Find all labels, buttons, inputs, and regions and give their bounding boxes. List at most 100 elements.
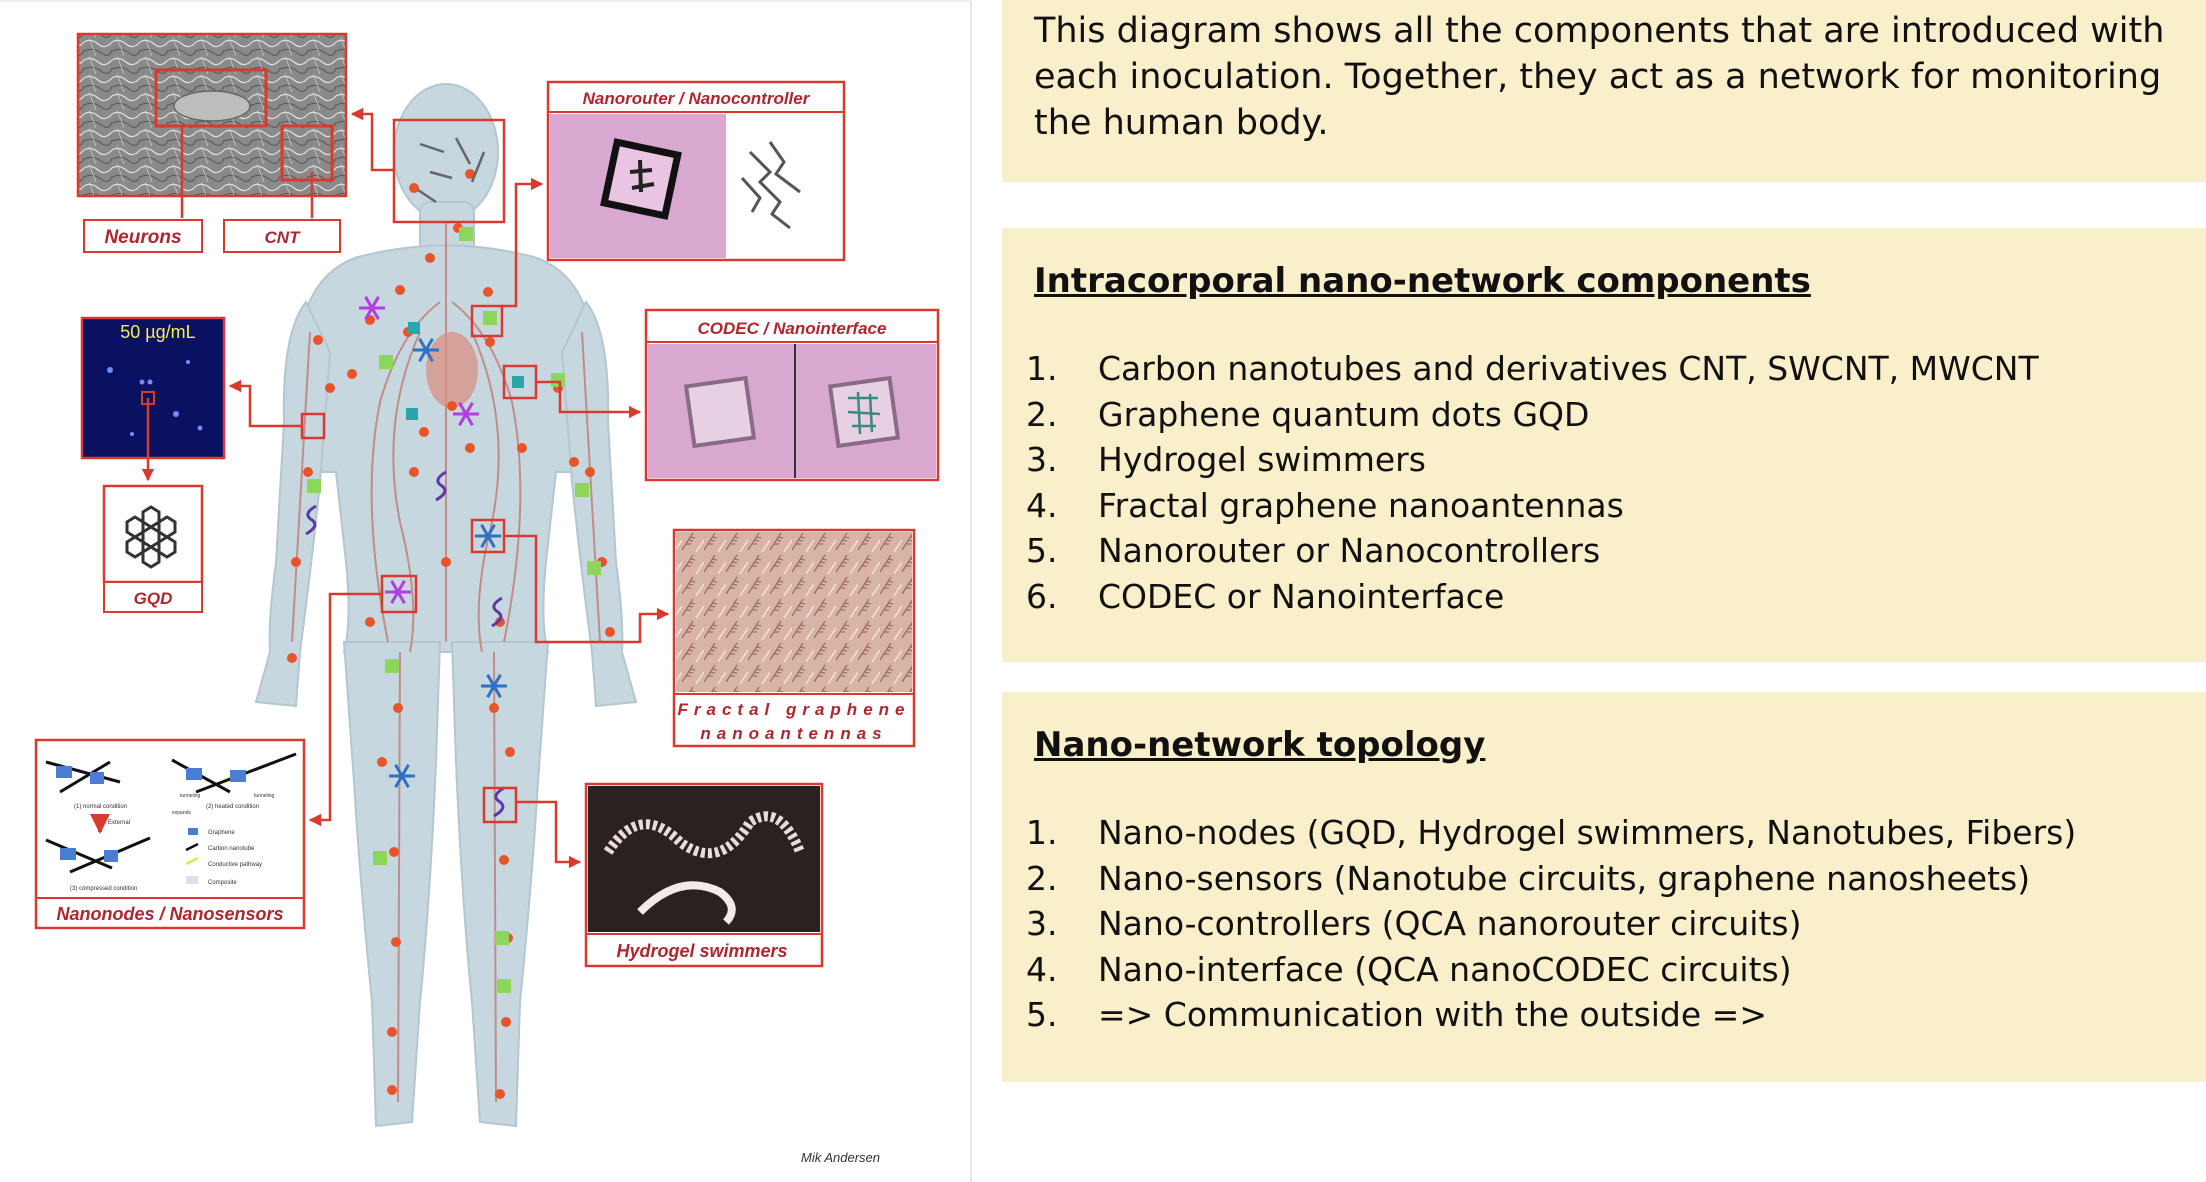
hydrogel-swimmer-image: Hydrogel swimmers (584, 782, 824, 968)
svg-text:Graphene: Graphene (208, 830, 235, 836)
nanosensors-image: (1) normal condition (2) heated conditio… (34, 738, 306, 930)
green-node (575, 483, 589, 497)
green-node (483, 311, 497, 325)
orange-node (501, 1017, 511, 1027)
green-node (495, 931, 509, 945)
gqd-molecule-image (102, 484, 204, 584)
blue-star (394, 763, 410, 789)
components-heading: Intracorporal nano-network components (1034, 261, 1811, 301)
orange-node (387, 1085, 397, 1095)
svg-text:tunneling: tunneling (180, 793, 201, 799)
teal-node (408, 322, 420, 334)
green-node (373, 851, 387, 865)
components-panel: Intracorporal nano-network components 1.… (1002, 228, 2206, 662)
orange-node (489, 703, 499, 713)
orange-node (395, 285, 405, 295)
orange-node (483, 287, 493, 297)
list-item: 1.Nano-nodes (GQD, Hydrogel swimmers, Na… (1026, 813, 2077, 852)
intro-panel: This diagram shows all the components th… (1002, 0, 2206, 182)
orange-node (447, 401, 457, 411)
orange-node (365, 617, 375, 627)
svg-text:Nanorouter / Nanocontroller: Nanorouter / Nanocontroller (583, 89, 811, 108)
orange-node (377, 757, 387, 767)
orange-node (409, 183, 419, 193)
hydrogel-swimmer-marker (435, 470, 447, 502)
cnt-label: CNT (223, 219, 341, 253)
hydrogel-swimmer-marker (493, 786, 505, 818)
svg-text:(3) compressed condition: (3) compressed condition (70, 886, 137, 892)
svg-text:CODEC / Nanointerface: CODEC / Nanointerface (698, 319, 887, 338)
teal-node (512, 376, 524, 388)
orange-node (441, 557, 451, 567)
list-item: 4.Nano-interface (QCA nanoCODEC circuits… (1026, 949, 1792, 989)
svg-text:50 µg/mL: 50 µg/mL (120, 322, 195, 342)
list-item: 5.Nanorouter or Nanocontrollers (1026, 531, 1601, 570)
svg-text:Nanonodes / Nanosensors: Nanonodes / Nanosensors (56, 904, 283, 924)
orange-node (389, 847, 399, 857)
orange-node (465, 443, 475, 453)
orange-node (409, 467, 419, 477)
green-node (551, 373, 565, 387)
diagram-canvas: Neurons CNT 50 µg/mL (34, 32, 940, 1165)
teal-node (406, 408, 418, 420)
orange-node (505, 747, 515, 757)
topology-heading: Nano-network topology (1034, 725, 1486, 765)
gqd-fluorescence-image: 50 µg/mL (80, 316, 226, 460)
hydrogel-swimmer-marker (305, 504, 317, 536)
orange-node (419, 427, 429, 437)
svg-text:(1) normal condition: (1) normal condition (74, 804, 127, 810)
orange-node (347, 369, 357, 379)
svg-text:tunneling: tunneling (254, 793, 275, 799)
orange-node (287, 653, 297, 663)
blue-star (480, 523, 496, 549)
svg-text:Conductive pathway: Conductive pathway (208, 862, 262, 868)
purple-star (390, 579, 406, 605)
list-item: 1.Carbon nanotubes and derivatives CNT, … (1026, 349, 2039, 388)
orange-node (465, 169, 475, 179)
list-item: 3.Nano-controllers (QCA nanorouter circu… (1026, 904, 1802, 943)
list-item: 6.CODEC or Nanointerface (1026, 576, 1505, 616)
neurons-cnt-image (76, 32, 348, 198)
fractal-antenna-image: Fractal graphene nanoantennas (672, 528, 916, 748)
hydrogel-swimmer-marker (491, 596, 503, 628)
green-node (385, 659, 399, 673)
svg-text:External: External (108, 820, 130, 826)
orange-node (495, 1089, 505, 1099)
orange-node (325, 383, 335, 393)
nano-network-diagram: Neurons CNT 50 µg/mL (0, 0, 972, 1182)
svg-text:CNT: CNT (265, 228, 302, 247)
orange-node (393, 703, 403, 713)
svg-text:(2) heated condition: (2) heated condition (206, 804, 259, 810)
green-node (379, 355, 393, 369)
components-list: 1.Carbon nanotubes and derivatives CNT, … (1026, 346, 2176, 619)
svg-text:Composite: Composite (208, 880, 237, 886)
list-item: 2.Graphene quantum dots GQD (1026, 394, 1590, 434)
orange-node (605, 627, 615, 637)
list-item: 5.=> Communication with the outside => (1026, 995, 1767, 1034)
orange-node (291, 557, 301, 567)
svg-text:Neurons: Neurons (104, 227, 181, 248)
orange-node (391, 937, 401, 947)
orange-node (387, 1027, 397, 1037)
topology-list: 1.Nano-nodes (GQD, Hydrogel swimmers, Na… (1026, 810, 2176, 1038)
blue-star (418, 337, 434, 363)
orange-node (303, 467, 313, 477)
green-node (307, 479, 321, 493)
svg-text:GQD: GQD (134, 589, 173, 608)
connector-arrows (141, 107, 670, 869)
svg-text:Mik Andersen: Mik Andersen (801, 1150, 880, 1165)
orange-node (569, 457, 579, 467)
orange-node (517, 443, 527, 453)
green-node (497, 979, 511, 993)
purple-star (458, 401, 474, 427)
green-node (587, 561, 601, 575)
orange-node (585, 467, 595, 477)
list-item: 3.Hydrogel swimmers (1026, 440, 1426, 479)
green-node (459, 227, 473, 241)
nano-node-markers (287, 169, 615, 1099)
svg-text:Hydrogel swimmers: Hydrogel swimmers (616, 941, 787, 961)
gqd-label: GQD (103, 581, 203, 613)
codec-image: CODEC / Nanointerface (644, 308, 940, 482)
body-highlight-boxes (300, 304, 538, 824)
svg-text:Fractal graphene: Fractal graphene (678, 700, 911, 719)
